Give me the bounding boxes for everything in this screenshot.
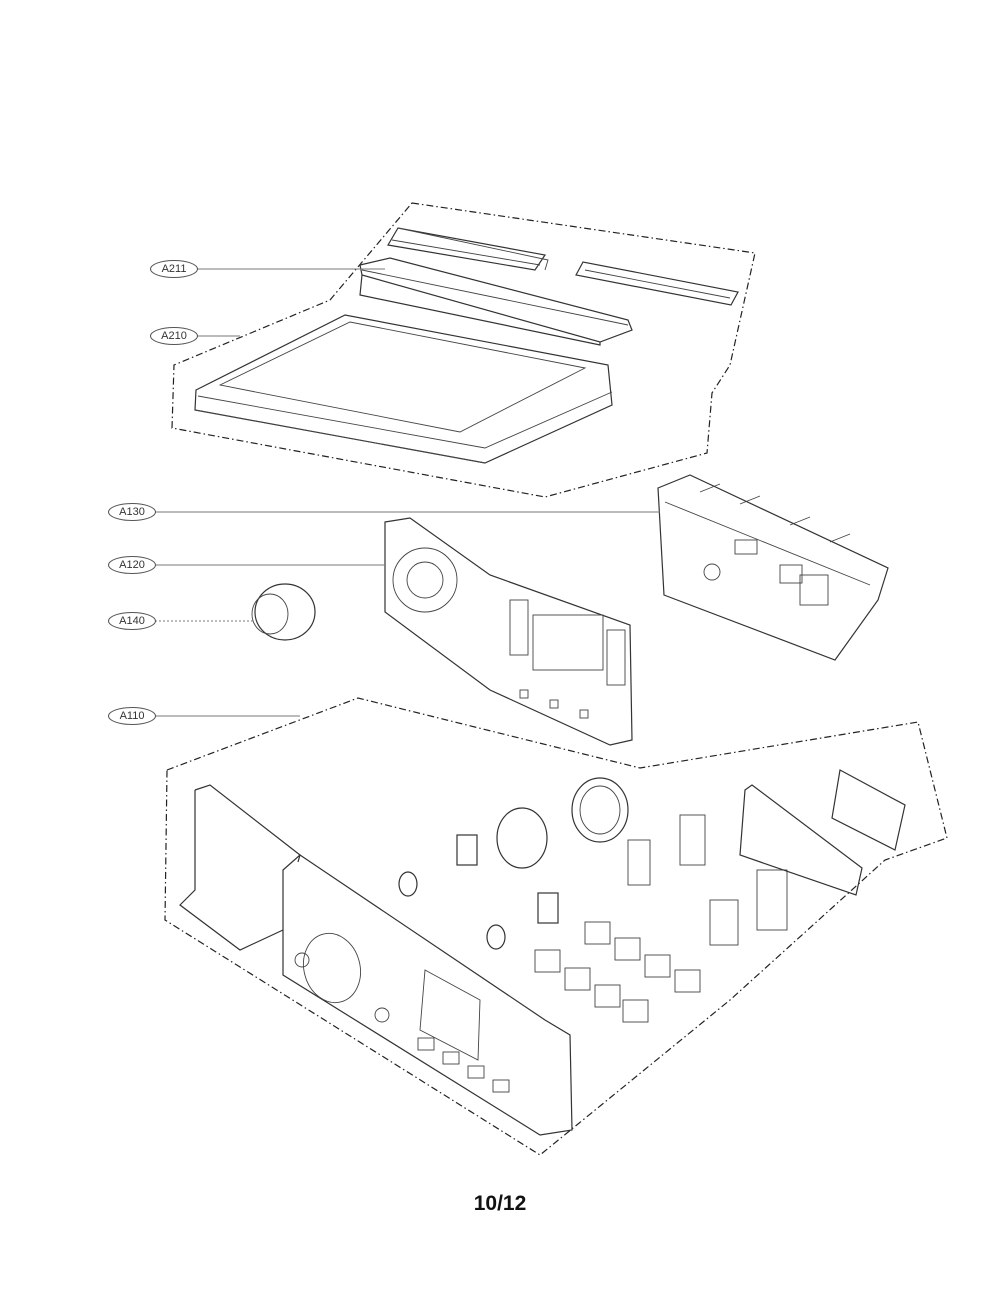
top-assembly-boundary [171, 202, 756, 498]
knob [251, 583, 316, 641]
callout-A110: A110 [108, 707, 156, 725]
hinge-cover-right [575, 261, 739, 306]
small-parts [398, 769, 906, 1023]
lid-frame [194, 314, 613, 464]
callout-A140: A140 [108, 612, 156, 630]
control-panel-front [179, 784, 573, 1136]
callout-A211: A211 [150, 260, 198, 278]
pcb-bracket [657, 474, 889, 661]
callout-A130: A130 [108, 503, 156, 521]
page-number: 10/12 [473, 1192, 527, 1215]
hinge-cover-left [387, 227, 549, 271]
callout-A120: A120 [108, 556, 156, 574]
panel-assembly-boundary [164, 697, 948, 1156]
control-pcb [384, 517, 633, 746]
callout-A210: A210 [150, 327, 198, 345]
hinge-rail [359, 257, 633, 346]
